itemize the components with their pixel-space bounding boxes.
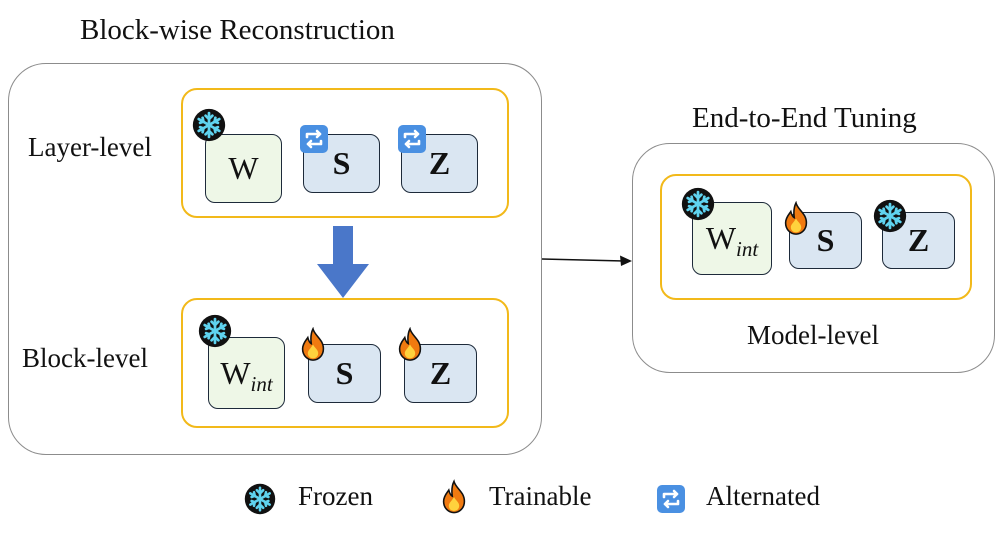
legend-alternated-label: Alternated bbox=[706, 481, 820, 511]
swap-arrows-icon bbox=[299, 124, 329, 154]
weight-symbol: W bbox=[228, 150, 259, 186]
zero-point-symbol: Z bbox=[907, 222, 930, 258]
swap-arrows-icon bbox=[656, 484, 686, 514]
zero-point-symbol: Z bbox=[429, 355, 452, 391]
flame-icon bbox=[300, 327, 326, 362]
swap-arrows-icon bbox=[397, 124, 427, 154]
scale-matrix: S bbox=[308, 344, 381, 403]
snowflake-icon bbox=[244, 483, 276, 515]
down-arrow bbox=[317, 226, 369, 298]
end-to-end-title: End-to-End Tuning bbox=[692, 102, 917, 134]
int-weight-base: W bbox=[220, 354, 251, 391]
int-weight-subscript: int bbox=[736, 237, 759, 261]
legend-frozen-label: Frozen bbox=[298, 481, 373, 511]
model-level-label: Model-level bbox=[747, 320, 879, 350]
int-weight-symbol: Wint bbox=[705, 220, 758, 261]
flame-icon bbox=[397, 327, 423, 362]
snowflake-icon bbox=[192, 108, 226, 142]
int-weight-subscript: int bbox=[250, 371, 273, 396]
layer-level-label: Layer-level bbox=[28, 132, 152, 162]
snowflake-icon bbox=[681, 187, 715, 221]
legend-trainable-label: Trainable bbox=[489, 481, 592, 511]
right-arrow bbox=[542, 255, 632, 266]
weight-matrix: W bbox=[205, 134, 282, 203]
block-wise-title: Block-wise Reconstruction bbox=[80, 14, 395, 46]
flame-icon bbox=[783, 201, 809, 236]
snowflake-icon bbox=[873, 199, 907, 233]
scale-symbol: S bbox=[335, 355, 354, 391]
flame-icon bbox=[441, 479, 467, 515]
block-level-label: Block-level bbox=[22, 343, 148, 373]
snowflake-icon bbox=[198, 314, 232, 348]
int-weight-matrix: Wint bbox=[208, 337, 285, 409]
scale-symbol: S bbox=[816, 222, 835, 258]
int-weight-base: W bbox=[705, 220, 737, 256]
zero-point-symbol: Z bbox=[428, 145, 451, 181]
scale-symbol: S bbox=[332, 145, 351, 181]
int-weight-symbol: Wint bbox=[220, 354, 272, 396]
